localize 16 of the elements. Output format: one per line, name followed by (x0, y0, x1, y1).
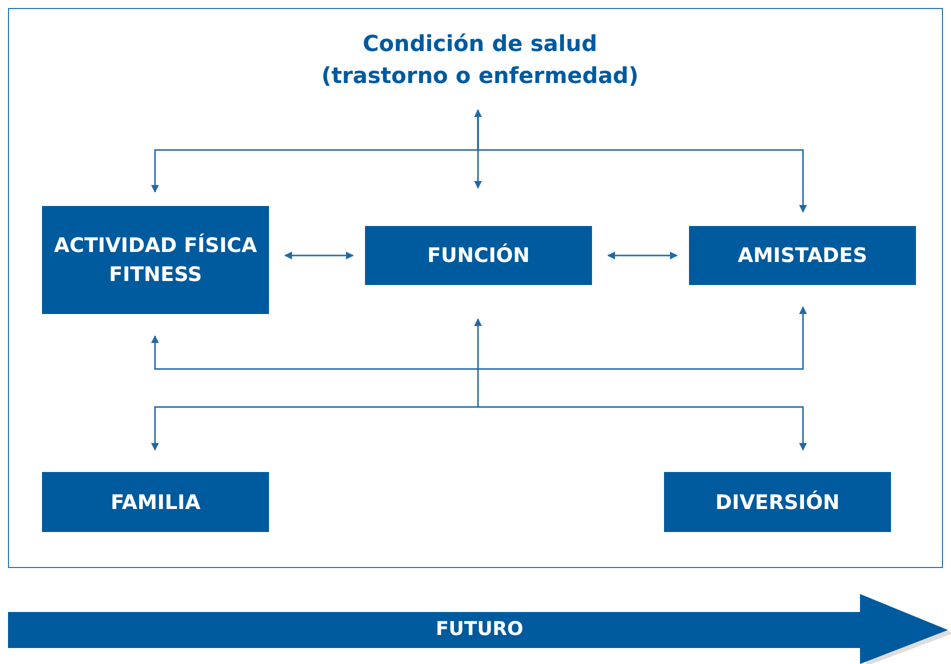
timeline-arrow: FUTURO (8, 594, 951, 664)
arrow (151, 335, 478, 370)
arrow (284, 252, 354, 260)
process-box: FUNCIÓN (365, 226, 592, 285)
arrow (607, 252, 678, 260)
arrow (478, 306, 807, 370)
process-box: FAMILIA (42, 472, 269, 532)
arrow (474, 109, 482, 189)
arrow (151, 406, 478, 451)
arrow (477, 110, 807, 213)
process-box: AMISTADES (689, 226, 916, 285)
process-box: ACTIVIDAD FÍSICA FITNESS (42, 206, 269, 314)
arrow (474, 318, 482, 407)
process-box: DIVERSIÓN (664, 472, 891, 532)
arrow (478, 406, 807, 451)
heading-text: Condición de salud (trastorno o enfermedad) (300, 26, 660, 96)
